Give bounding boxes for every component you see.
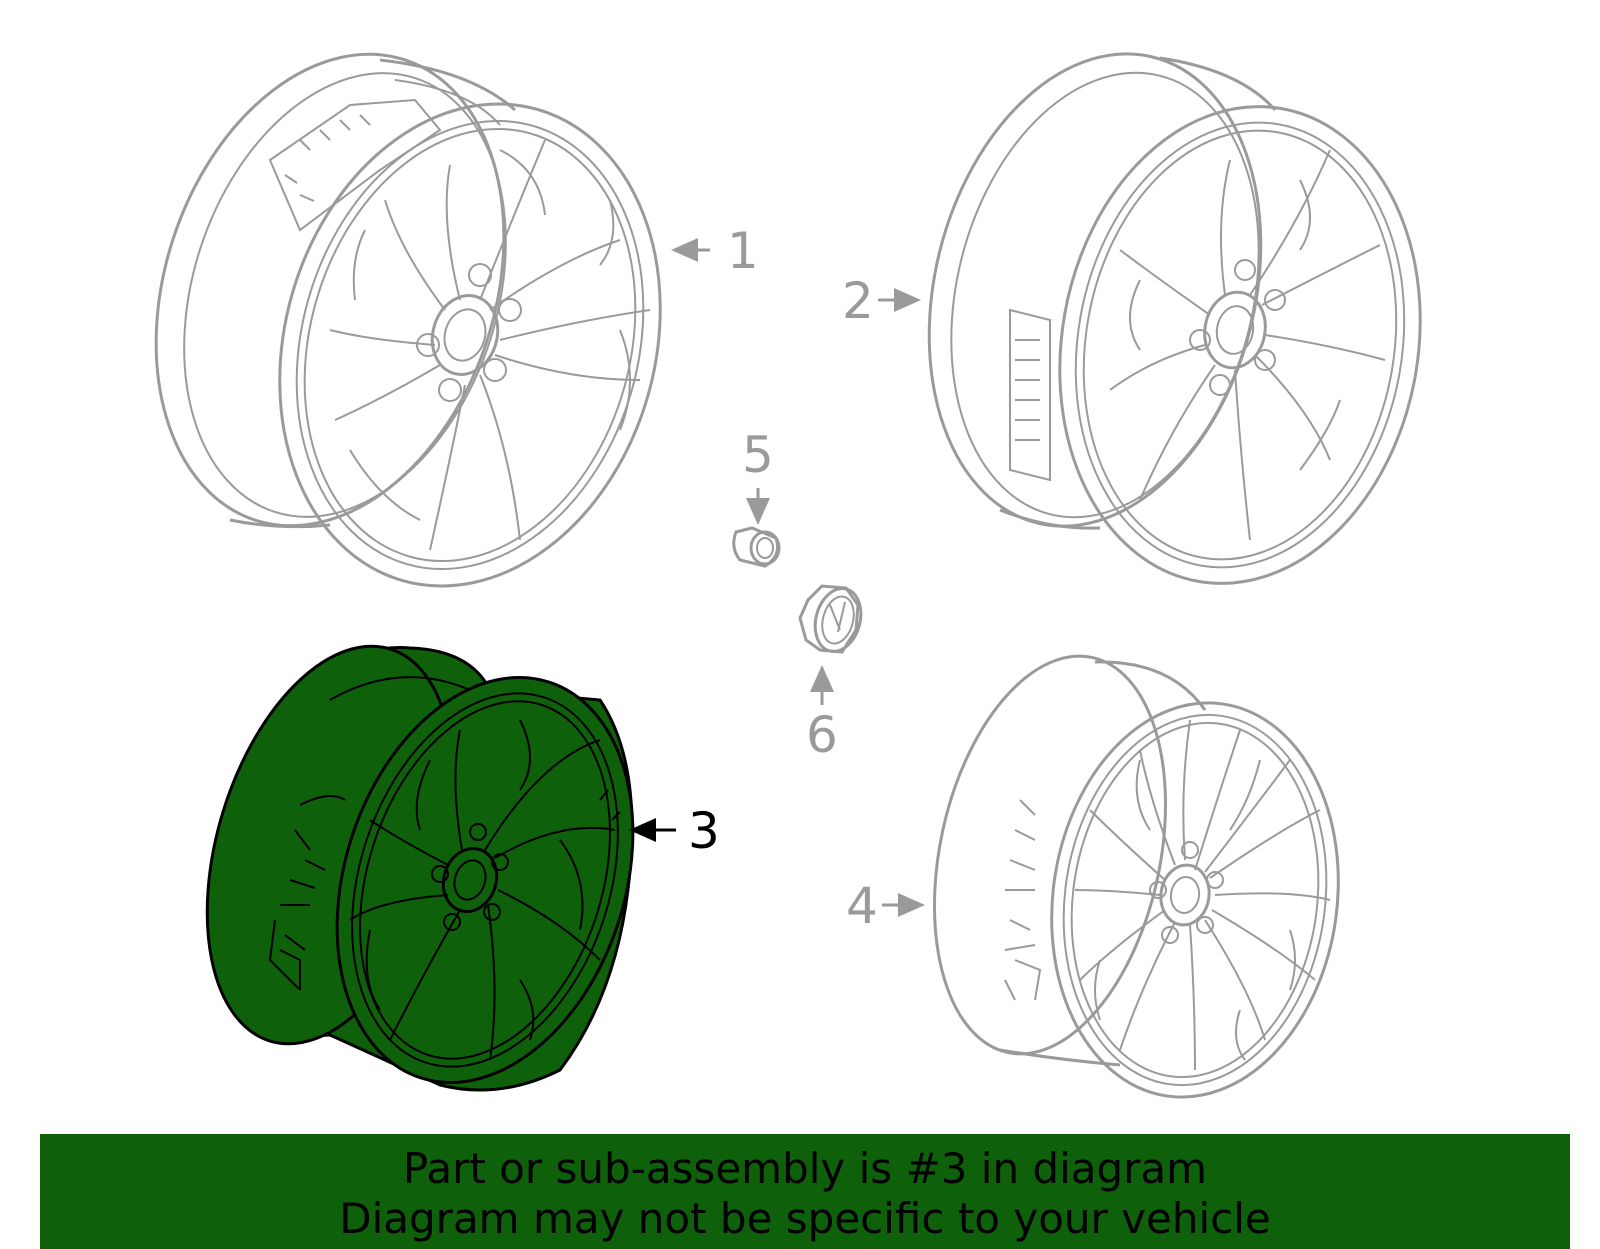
wheel-4[interactable] bbox=[900, 635, 1363, 1116]
callout-3-label: 3 bbox=[688, 802, 720, 860]
callout-4-label: 4 bbox=[846, 877, 878, 935]
wheel-1[interactable] bbox=[98, 9, 715, 632]
info-banner: Part or sub-assembly is #3 in diagram Di… bbox=[40, 1134, 1570, 1249]
lug-nut-5[interactable] bbox=[732, 526, 781, 568]
callout-1-label: 1 bbox=[727, 222, 759, 280]
banner-line-part: Part or sub-assembly is #3 in diagram bbox=[402, 1144, 1208, 1193]
callout-2-label: 2 bbox=[842, 272, 874, 330]
wheel-2[interactable] bbox=[882, 18, 1457, 612]
banner-line-disclaimer: Diagram may not be specific to your vehi… bbox=[339, 1194, 1271, 1243]
center-cap-6[interactable] bbox=[798, 583, 868, 656]
callout-5-label: 5 bbox=[742, 426, 774, 484]
callout-6-label: 6 bbox=[806, 706, 838, 764]
wheel-3[interactable] bbox=[163, 616, 682, 1121]
